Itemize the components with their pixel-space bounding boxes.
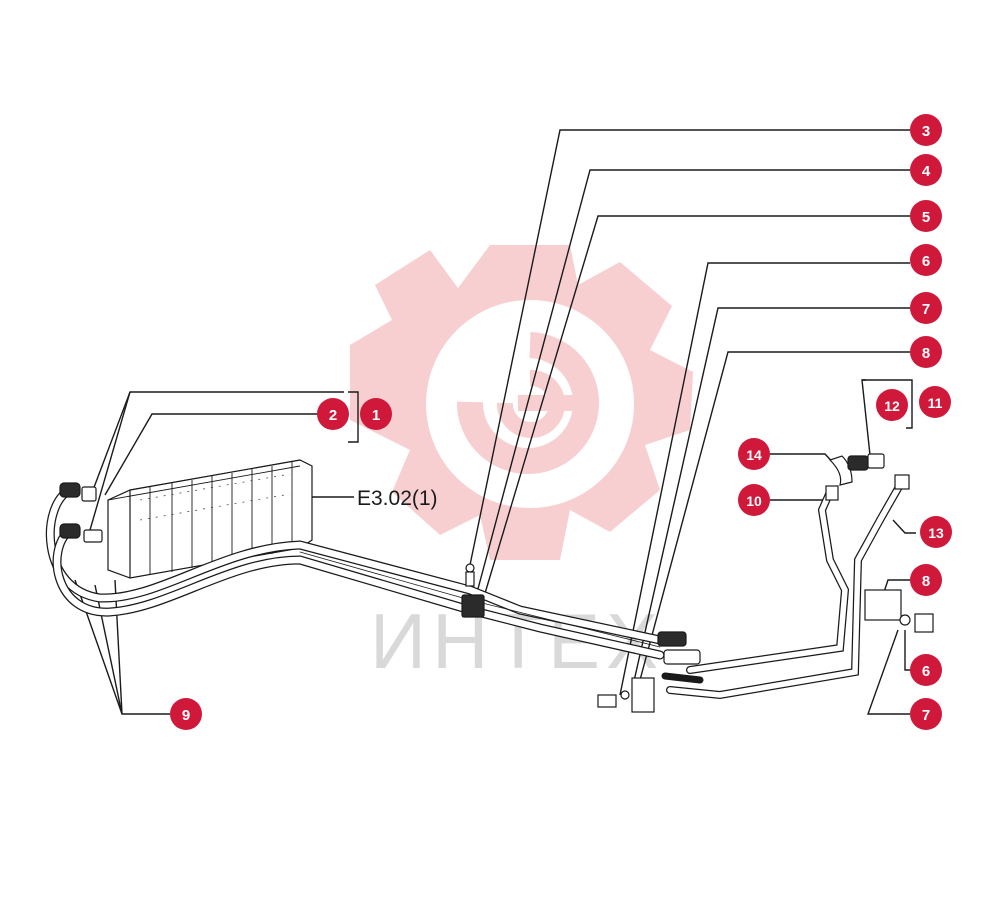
fitting-upper-elbow — [59, 482, 81, 498]
leader-line-7a — [631, 307, 910, 691]
watermark-gear-logo — [350, 245, 693, 560]
callout-11-label: 11 — [928, 395, 943, 411]
leader-line-1b — [89, 391, 131, 531]
callout-3[interactable]: 3 — [910, 114, 942, 146]
callout-8-bottom[interactable]: 8 — [910, 564, 942, 596]
callout-9[interactable]: 9 — [170, 698, 202, 730]
callout-1[interactable]: 1 — [360, 398, 392, 430]
callout-9-label: 9 — [182, 707, 190, 724]
callout-8-top-label: 8 — [922, 345, 930, 362]
clamp-bolt-shank — [465, 571, 475, 587]
callout-4-label: 4 — [922, 163, 931, 180]
callout-7-top[interactable]: 7 — [910, 292, 942, 324]
callout-10[interactable]: 10 — [738, 484, 770, 516]
callout-13[interactable]: 13 — [920, 516, 952, 548]
leader-line-6a — [619, 262, 910, 696]
fitting-lower-nut — [83, 529, 103, 543]
callout-4[interactable]: 4 — [910, 154, 942, 186]
callout-14-label: 14 — [746, 447, 762, 463]
leader-line-4 — [474, 169, 910, 601]
bracket-washer — [620, 690, 630, 700]
callout-2[interactable]: 2 — [317, 398, 349, 430]
leader-line-9c — [114, 579, 123, 715]
fitting-upper-nut — [81, 486, 97, 502]
adapter-12 — [847, 455, 869, 471]
callout-13-label: 13 — [928, 525, 944, 541]
leader-line-3 — [469, 129, 910, 566]
callout-8-bottom-label: 8 — [922, 573, 930, 590]
pipe-nut-13 — [894, 474, 910, 490]
bracket-bolt — [597, 694, 617, 708]
callout-3-label: 3 — [922, 123, 930, 140]
callout-12-label: 12 — [884, 398, 900, 414]
hose-end-fitting-lower — [663, 649, 701, 665]
leader-line-9b — [94, 584, 123, 715]
callout-7-bottom[interactable]: 7 — [910, 698, 942, 730]
callout-8-top[interactable]: 8 — [910, 336, 942, 368]
bracket-11-12 — [862, 379, 913, 429]
callout-6-bottom[interactable]: 6 — [910, 654, 942, 686]
callout-12[interactable]: 12 — [876, 389, 908, 421]
leader-line-13 — [892, 519, 916, 534]
leader-line-6b — [904, 630, 912, 671]
bracket-1-2 — [348, 391, 359, 443]
callout-6-bottom-label: 6 — [922, 663, 930, 680]
callout-14[interactable]: 14 — [738, 438, 770, 470]
callout-6-top-label: 6 — [922, 253, 930, 270]
reference-label: E3.02(1) — [357, 487, 438, 510]
fitting-lower-elbow — [59, 523, 81, 539]
pipe-nut-10 — [825, 485, 839, 501]
leader-line-14 — [770, 453, 839, 469]
callout-7-top-label: 7 — [922, 301, 930, 318]
fittings — [59, 453, 934, 713]
leader-line-12 — [861, 379, 871, 456]
hose-clamp — [461, 594, 485, 618]
callout-10-label: 10 — [746, 493, 762, 509]
clamp-bolt-right — [914, 613, 934, 633]
clamp-bolt-head — [465, 563, 475, 573]
callout-7-bottom-label: 7 — [922, 707, 930, 724]
leader-line-8a — [639, 351, 910, 681]
leader-lines — [74, 129, 916, 715]
callout-5[interactable]: 5 — [910, 200, 942, 232]
callout-6-top[interactable]: 6 — [910, 244, 942, 276]
leader-line-2 — [104, 413, 330, 496]
elbow-fitting-14 — [828, 455, 853, 486]
pipe-bracket — [631, 677, 655, 713]
adapter-nut-11 — [867, 453, 885, 469]
callout-5-label: 5 — [922, 209, 930, 226]
pipe-clamp-block — [864, 589, 902, 621]
hose-end-fitting-upper — [657, 631, 687, 647]
callout-1-label: 1 — [372, 407, 380, 424]
callout-2-label: 2 — [329, 407, 337, 424]
leader-line-7b — [867, 629, 910, 715]
clamp-washer-right — [899, 614, 911, 626]
leader-line-5 — [479, 215, 910, 611]
hoses — [45, 481, 904, 700]
callout-11[interactable]: 11 — [919, 386, 951, 418]
